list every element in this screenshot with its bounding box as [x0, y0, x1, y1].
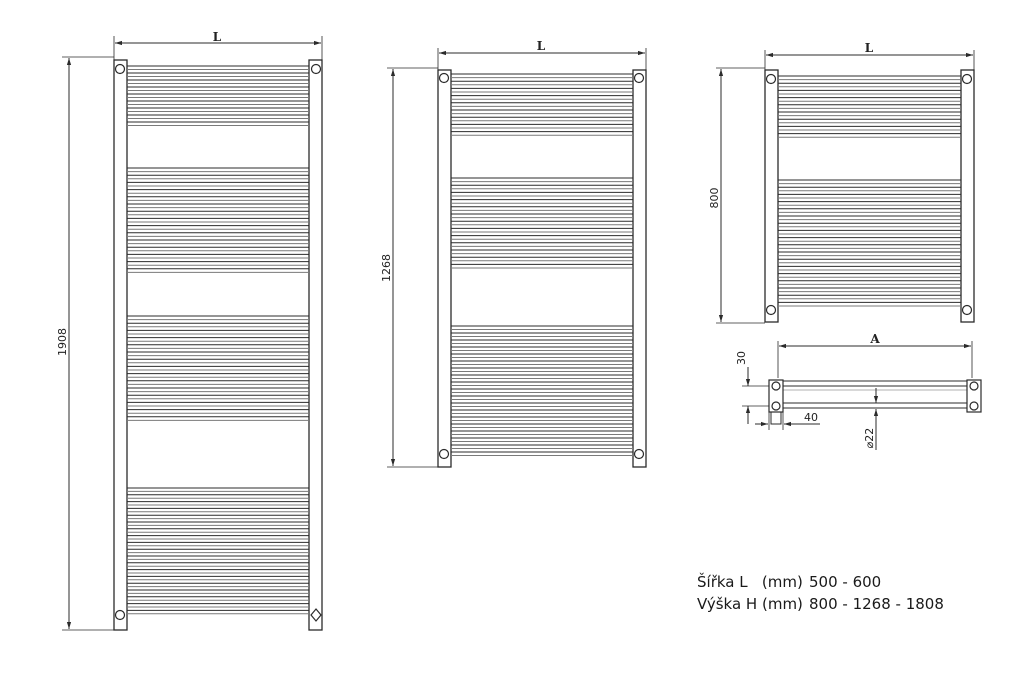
valve-icon	[633, 448, 645, 460]
specs-table: Šířka L (mm) 500 - 600 Výška H (mm) 800 - …	[697, 571, 944, 615]
valve-icon	[765, 73, 777, 85]
left-pipe	[764, 69, 779, 323]
right-pipe	[632, 69, 647, 468]
spec-value: 500 - 600	[809, 573, 882, 591]
valve-icon	[961, 73, 973, 85]
valve-icon	[765, 304, 777, 316]
diameter-label: ⌀22	[863, 428, 876, 449]
height-label: 1908	[56, 328, 69, 356]
valve-icon	[969, 381, 979, 391]
valve-icon	[438, 448, 450, 460]
left-pipe	[113, 59, 128, 631]
valve-icon	[438, 72, 450, 84]
rail-bars	[451, 73, 633, 456]
valve-icon	[771, 401, 781, 411]
rail-bars	[778, 75, 961, 307]
valve-icon	[114, 609, 126, 621]
small-radiator: L 800	[708, 41, 975, 324]
right-pipe	[308, 59, 323, 631]
right-pipe	[960, 69, 975, 323]
valve-icon	[969, 401, 979, 411]
valve-icon	[310, 63, 322, 75]
spec-row-width: Šířka L (mm) 500 - 600	[697, 571, 944, 593]
side-view: A 30 40 ⌀22	[735, 332, 982, 450]
rail-bars	[127, 65, 309, 615]
left-pipe	[437, 69, 452, 468]
spec-label: Výška H (mm)	[697, 595, 803, 613]
width-label: L	[537, 39, 546, 53]
width-a-label: A	[869, 332, 880, 346]
spec-value: 800 - 1268 - 1808	[809, 595, 944, 613]
offset-label: 30	[735, 351, 748, 365]
spec-label: Šířka L (mm)	[697, 573, 803, 591]
valve-icon	[633, 72, 645, 84]
spec-row-height: Výška H (mm) 800 - 1268 - 1808	[697, 593, 944, 615]
large-radiator: L 1908	[56, 30, 323, 631]
valve-icon	[771, 381, 781, 391]
depth-label: 40	[804, 411, 818, 424]
width-label: L	[865, 41, 874, 55]
width-label: L	[213, 30, 222, 44]
height-label: 800	[708, 188, 721, 209]
valve-icon	[961, 304, 973, 316]
height-label: 1268	[380, 254, 393, 282]
valve-icon	[310, 608, 322, 622]
medium-radiator: L 1268	[380, 39, 647, 468]
valve-icon	[114, 63, 126, 75]
